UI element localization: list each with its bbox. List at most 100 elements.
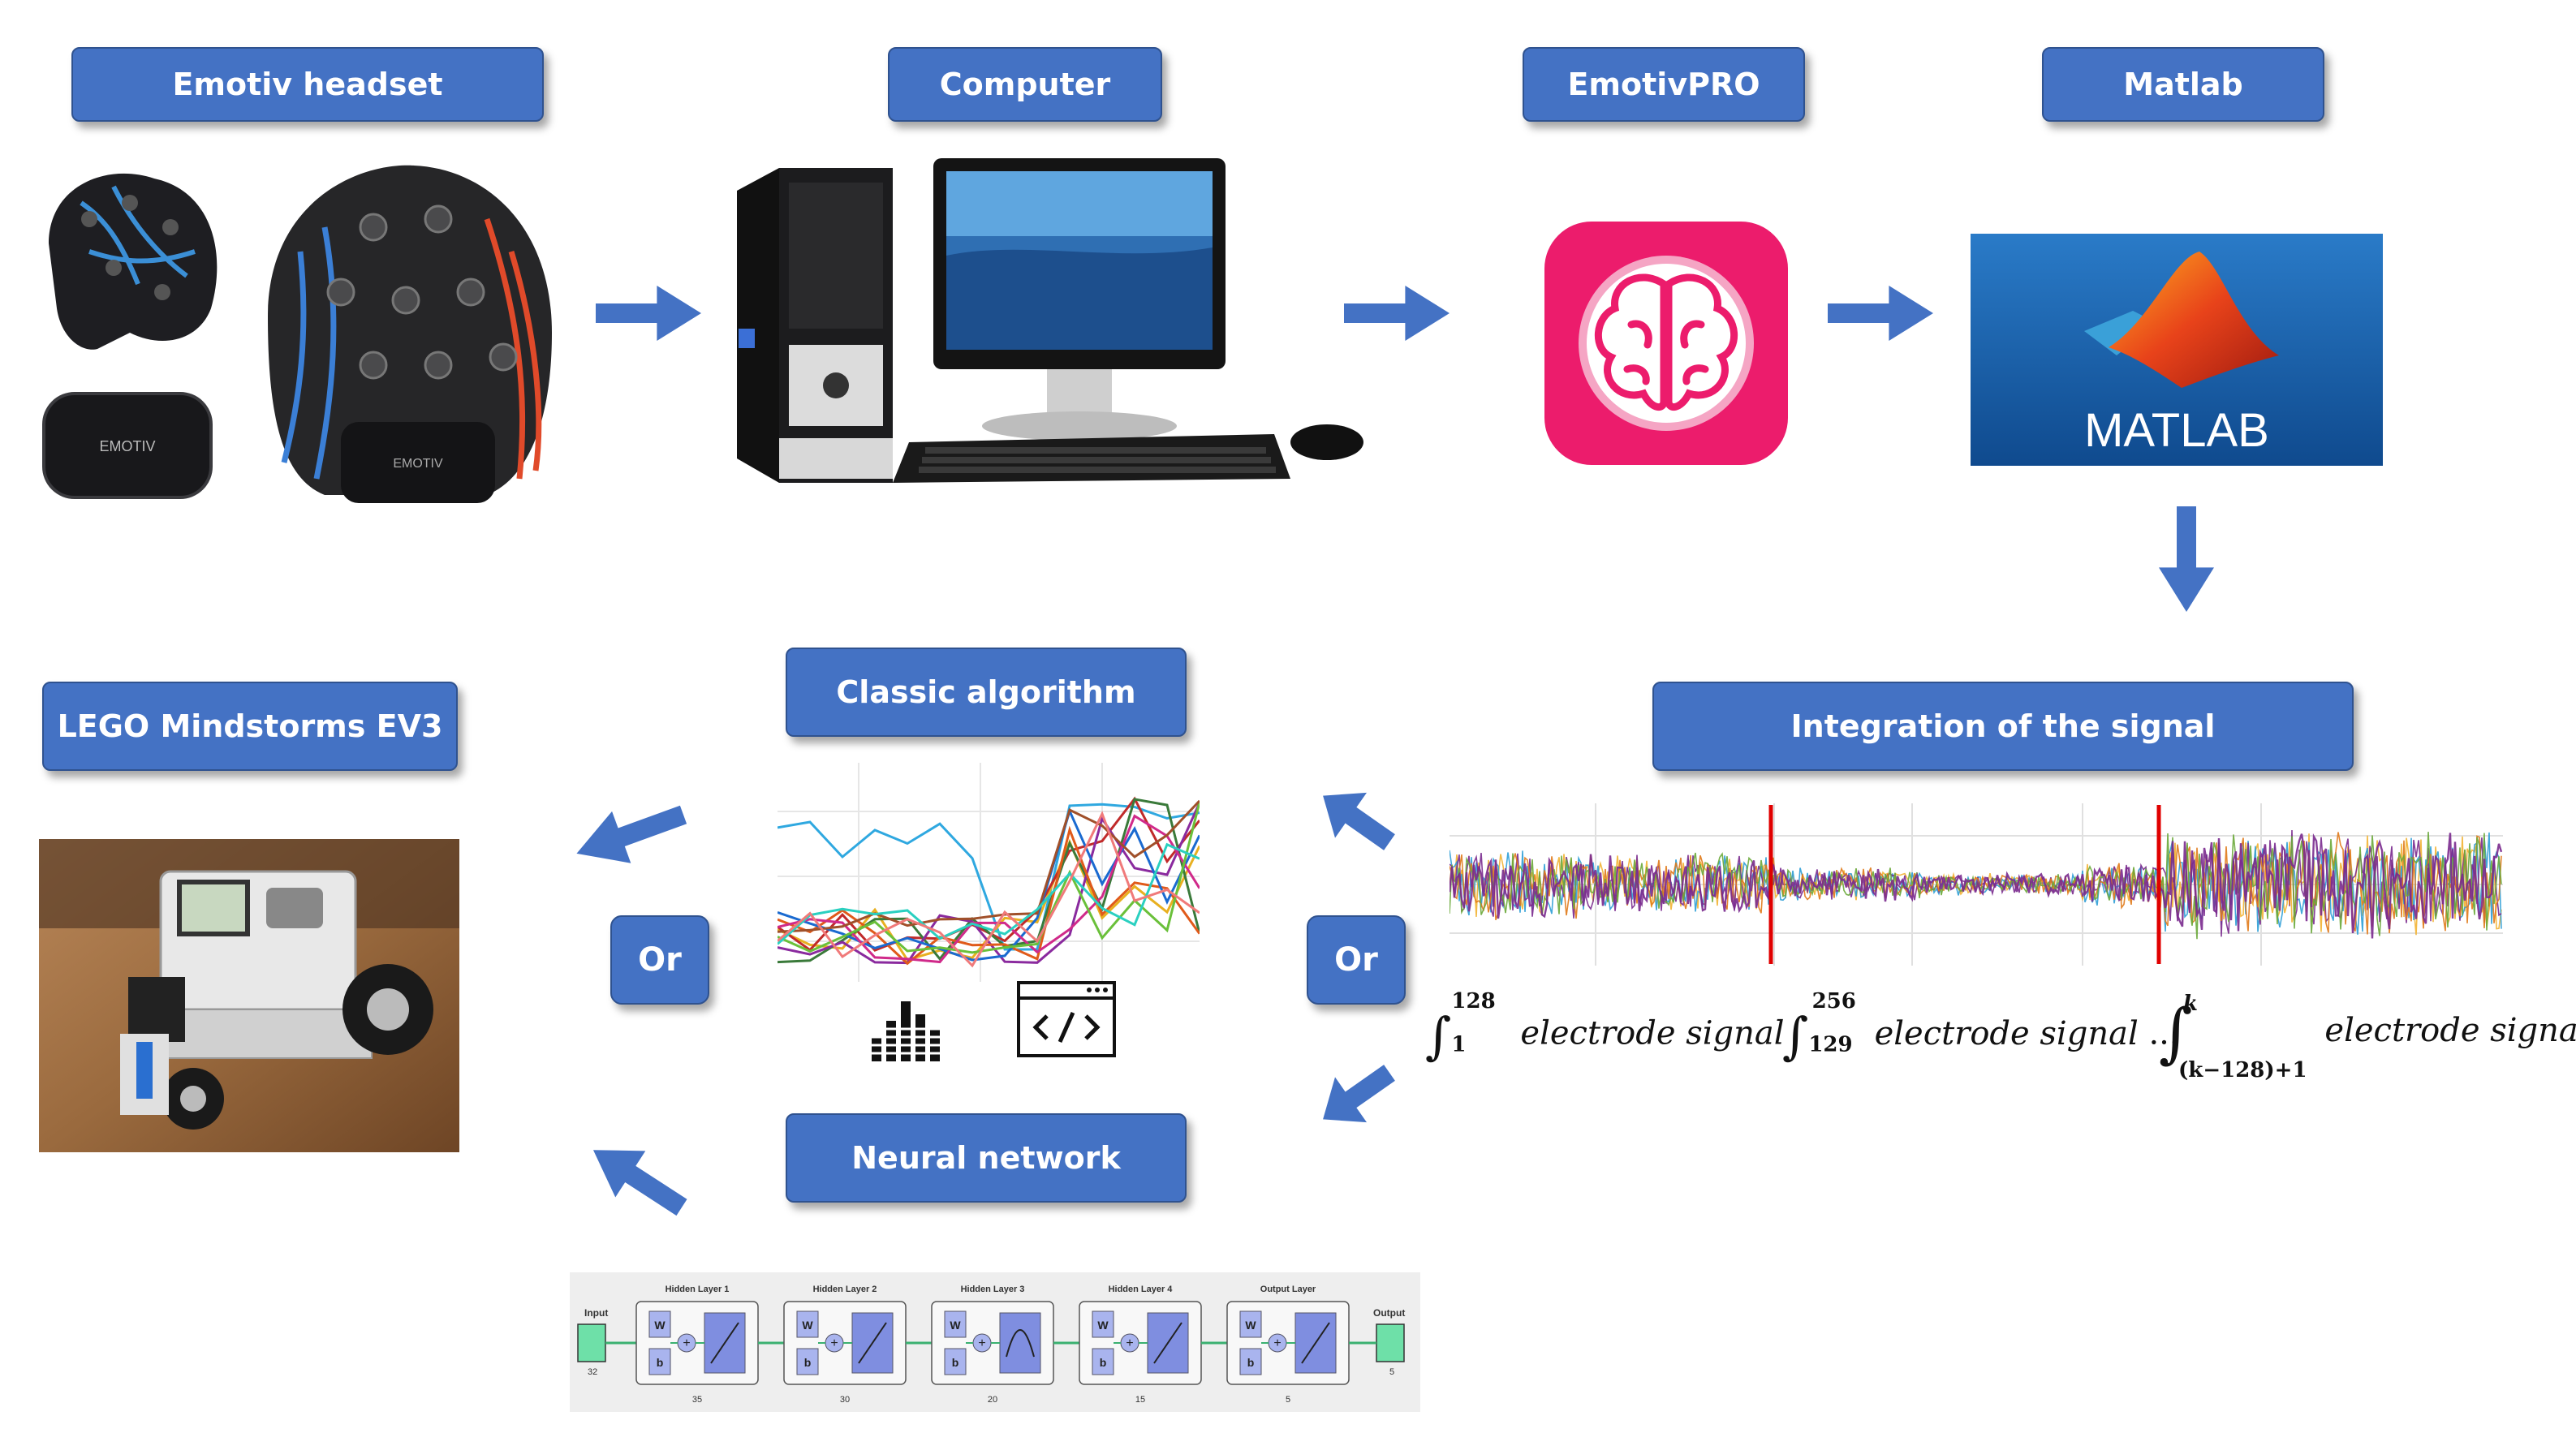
classic-algorithm-line	[778, 811, 1200, 968]
nn-layer-1: Hidden Layer 1Wb+35	[635, 1285, 784, 1405]
nn-bias-label: b	[804, 1356, 812, 1369]
nn-transfer-curve	[1301, 1322, 1330, 1364]
nn-weight-label: W	[950, 1319, 961, 1332]
nn-sum-symbol: +	[830, 1336, 838, 1350]
integral-1-lower: 1	[1451, 1032, 1467, 1057]
nn-weight-box	[944, 1310, 967, 1338]
nn-sum-symbol: +	[683, 1336, 690, 1350]
neural-network-diagram: Input 32 Output 5 Hidden Layer 1Wb+35Hid…	[570, 1272, 1420, 1412]
integration-label: Integration of the signal	[1652, 682, 2354, 771]
integral-3-upper: k	[2183, 992, 2199, 1016]
nn-layer-size: 30	[840, 1395, 850, 1405]
computer-image	[737, 158, 1363, 483]
arrow-matlab-to-integration	[2159, 506, 2214, 612]
nn-layer-title: Hidden Layer 2	[813, 1285, 877, 1294]
nn-weight-box	[1239, 1310, 1262, 1338]
nn-sum-symbol: +	[1126, 1336, 1133, 1350]
code-window-icon	[1017, 981, 1116, 1057]
emotiv-cap-text: EMOTIV	[393, 457, 443, 471]
matlab-label: Matlab	[2042, 47, 2324, 122]
arrow-computer-to-emotivpro	[1344, 286, 1450, 341]
integral-1: ∫1128 electrode signal	[1425, 989, 1785, 1065]
nn-weight-box	[796, 1310, 819, 1338]
nn-bias-box	[796, 1348, 819, 1375]
nn-weight-label: W	[1097, 1319, 1109, 1332]
nn-transfer-curve	[710, 1322, 739, 1364]
nn-output-node	[1376, 1323, 1405, 1362]
matlab-logo: MATLAB	[1971, 234, 2383, 466]
emotiv-headset-image: EMOTIV EMOTIV	[42, 165, 552, 503]
nn-bias-label: b	[952, 1356, 959, 1369]
integral-2-text: electrode signal	[1874, 1014, 2139, 1052]
integral-2-upper: 256	[1811, 989, 1856, 1014]
emotiv-headset-label: Emotiv headset	[71, 47, 544, 122]
nn-layer-title: Hidden Layer 4	[1109, 1285, 1174, 1294]
arrow-integration-to-neural	[1307, 1063, 1398, 1143]
eeg-signal-plot	[1450, 803, 2503, 966]
classic-algorithm-line	[778, 842, 1200, 945]
nn-transfer-box	[999, 1312, 1041, 1374]
eeg-trace	[1450, 832, 2502, 935]
nn-weight-box	[1092, 1310, 1114, 1338]
equalizer-icon	[868, 1001, 950, 1061]
classic-algorithm-chart	[778, 763, 1200, 982]
nn-bias-box	[944, 1348, 967, 1375]
nn-bias-box	[1092, 1348, 1114, 1375]
arrow-headset-to-computer	[596, 286, 701, 341]
classic-algorithm-label: Classic algorithm	[786, 648, 1187, 737]
lego-mindstorms-label: LEGO Mindstorms EV3	[42, 682, 458, 771]
classic-algorithm-line	[778, 802, 1200, 954]
nn-output-size: 5	[1389, 1367, 1394, 1377]
nn-weight-label: W	[1245, 1319, 1256, 1332]
nn-bias-label: b	[1247, 1356, 1255, 1369]
neural-network-label: Neural network	[786, 1113, 1187, 1203]
integral-1-upper: 128	[1451, 989, 1496, 1014]
arrow-emotivpro-to-matlab	[1828, 286, 1933, 341]
nn-layer-title: Output Layer	[1260, 1285, 1316, 1294]
or-badge-left: Or	[610, 915, 709, 1005]
emotivpro-brain-icon	[1544, 222, 1788, 465]
arrow-neural-to-lego	[578, 1136, 690, 1225]
nn-sum-symbol: +	[1273, 1336, 1281, 1350]
nn-weight-label: W	[802, 1319, 813, 1332]
integral-1-text: electrode signal	[1520, 1014, 1785, 1052]
nn-weight-label: W	[654, 1319, 666, 1332]
nn-output-label: Output	[1373, 1307, 1405, 1319]
integral-2-ellipsis: ...	[2148, 1014, 2180, 1052]
nn-layer-title: Hidden Layer 3	[961, 1285, 1025, 1294]
classic-algorithm-line	[778, 802, 1200, 965]
emotivpro-label: EmotivPRO	[1523, 47, 1805, 122]
nn-layer-4: Hidden Layer 4 Wb +15	[1079, 1285, 1227, 1405]
arrow-classic-to-lego	[566, 803, 690, 876]
nn-layer-2: Hidden Layer 2 Wb +30	[783, 1285, 932, 1405]
nn-bias-label: b	[1100, 1356, 1107, 1369]
integral-2: ∫129256 electrode signal ...	[1782, 989, 2180, 1065]
matlab-logo-text: MATLAB	[2084, 404, 2269, 457]
computer-label: Computer	[888, 47, 1162, 122]
integral-2-lower: 129	[1808, 1032, 1853, 1057]
nn-bias-box	[648, 1348, 671, 1375]
classic-algorithm-line	[778, 814, 1200, 964]
integral-3: ∫ k (k−128)+1 electrode signal	[2159, 992, 2576, 1082]
nn-input-node	[577, 1323, 606, 1362]
nn-layer-size: 15	[1135, 1395, 1145, 1405]
integral-3-lower: (k−128)+1	[2178, 1058, 2307, 1082]
nn-layer-3: Hidden Layer 3Wb+20	[931, 1285, 1079, 1405]
lego-robot-photo	[39, 839, 459, 1152]
nn-transfer-curve	[1153, 1322, 1182, 1364]
nn-sum-symbol: +	[978, 1336, 985, 1350]
eeg-trace	[1450, 833, 2503, 939]
nn-layer-size: 5	[1286, 1395, 1290, 1405]
classic-algorithm-line	[778, 799, 1200, 933]
nn-transfer-curve	[1006, 1329, 1035, 1358]
nn-bias-box	[1239, 1348, 1262, 1375]
arrow-integration-to-classic	[1307, 772, 1398, 860]
integral-3-text: electrode signal	[2324, 1011, 2576, 1049]
nn-input-size: 32	[588, 1367, 597, 1377]
classic-algorithm-line	[778, 807, 1200, 962]
nn-bias-label: b	[657, 1356, 664, 1369]
nn-layer-title: Hidden Layer 1	[666, 1285, 730, 1294]
or-badge-right: Or	[1307, 915, 1406, 1005]
nn-weight-box	[648, 1310, 671, 1338]
nn-input-label: Input	[584, 1307, 608, 1319]
